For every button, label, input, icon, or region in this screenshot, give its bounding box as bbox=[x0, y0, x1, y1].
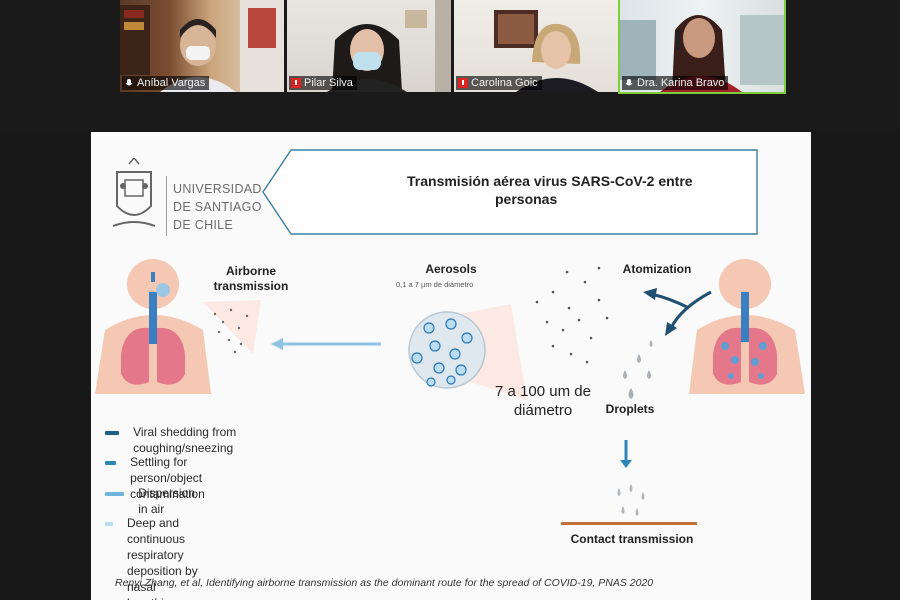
aerosols-label: Aerosols bbox=[425, 262, 477, 276]
atomized-particles bbox=[535, 266, 609, 364]
participant-nametag: Pilar Silva bbox=[289, 76, 357, 90]
participant-video-2 bbox=[327, 0, 451, 92]
participant-nametag: Carolina Goic bbox=[456, 76, 542, 90]
participant-strip: Aníbal Vargas Pilar Silva bbox=[0, 0, 900, 130]
left-person-lungs-icon bbox=[95, 259, 211, 394]
shared-slide: UNIVERSIDAD DE SANTIAGO DE CHILE Transmi… bbox=[91, 132, 811, 600]
transmission-diagram bbox=[95, 259, 805, 525]
citation: Renyi Zhang, et al, Identifying airborne… bbox=[115, 577, 654, 589]
droplet-size-label: 7 a 100 um de diámetro bbox=[495, 383, 591, 419]
legend-item: Settling for person/object contamination bbox=[105, 454, 220, 502]
legend-item: Viral shedding from coughing/sneezing bbox=[105, 424, 245, 456]
right-person-lungs-icon bbox=[689, 259, 805, 394]
aerosols-size: 0,1 a 7 µm de diámetro bbox=[396, 280, 474, 289]
settling-droplets-icon bbox=[617, 484, 645, 516]
logo-divider bbox=[166, 176, 167, 236]
participant-name: Carolina Goic bbox=[471, 77, 538, 89]
mic-icon bbox=[624, 78, 634, 88]
mic-icon bbox=[124, 78, 134, 88]
participant-tile-karina[interactable]: Dra. Karina Bravo bbox=[618, 0, 786, 94]
legend-swatch bbox=[105, 461, 117, 465]
title-arrow-shape bbox=[262, 149, 758, 235]
participant-tile-anibal[interactable]: Aníbal Vargas bbox=[120, 0, 284, 92]
participant-name: Dra. Karina Bravo bbox=[637, 77, 725, 89]
participant-name: Pilar Silva bbox=[304, 77, 353, 89]
droplets-label: Droplets bbox=[605, 402, 655, 416]
participant-nametag: Aníbal Vargas bbox=[122, 76, 210, 90]
surface-line bbox=[561, 522, 697, 525]
legend-item: Dispersion in air bbox=[105, 485, 202, 517]
droplets-icon bbox=[623, 340, 653, 399]
participant-name: Aníbal Vargas bbox=[137, 77, 206, 89]
virus-particles bbox=[411, 318, 473, 387]
airborne-label: Airborne transmission bbox=[213, 264, 289, 293]
legend-swatch bbox=[105, 522, 113, 526]
university-crest-icon bbox=[112, 158, 156, 227]
legend-swatch bbox=[105, 431, 120, 435]
university-name: UNIVERSIDAD DE SANTIAGO DE CHILE bbox=[173, 182, 262, 232]
airborne-particles bbox=[213, 308, 249, 354]
mic-muted-icon bbox=[458, 78, 468, 88]
participant-nametag: Dra. Karina Bravo bbox=[622, 76, 729, 90]
legend-swatch bbox=[105, 492, 125, 496]
atomization-label: Atomization bbox=[622, 262, 692, 276]
slide-title: Transmisión aérea virus SARS-CoV-2 entre… bbox=[407, 173, 693, 207]
participant-tile-carolina[interactable]: Carolina Goic bbox=[454, 0, 618, 92]
contact-transmission-label: Contact transmission bbox=[570, 532, 694, 546]
participant-video-4 bbox=[620, 15, 784, 92]
mic-muted-icon bbox=[291, 78, 301, 88]
legend-item: Deep and continuous respiratory depositi… bbox=[105, 515, 203, 600]
participant-tile-pilar[interactable]: Pilar Silva bbox=[287, 0, 451, 92]
